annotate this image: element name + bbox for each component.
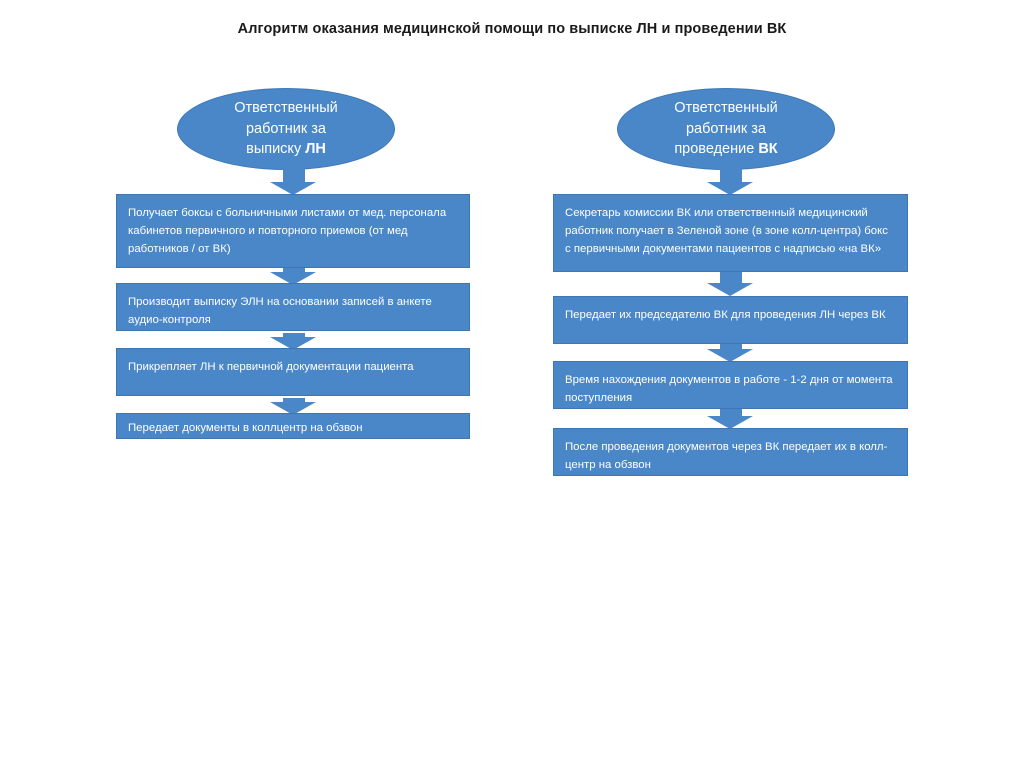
arrow-head	[707, 416, 753, 429]
process-box-left-4: Передает документы в коллцентр на обзвон	[116, 413, 470, 439]
arrow-head	[270, 272, 316, 285]
start-node-right-line3-prefix: проведение	[674, 141, 759, 158]
arrow-stem	[283, 333, 305, 337]
arrow-head	[707, 349, 753, 362]
start-node-left-line3-bold: ЛН	[305, 141, 326, 158]
arrow-stem	[720, 272, 742, 283]
arrow-head	[707, 182, 753, 195]
arrow-stem	[720, 409, 742, 416]
arrow-stem	[283, 268, 305, 272]
process-box-left-1: Получает боксы с больничными листами от …	[116, 194, 470, 268]
start-node-left-line1: Ответственный	[234, 100, 338, 117]
page-title: Алгоритм оказания медицинской помощи по …	[237, 21, 787, 37]
arrow-head	[270, 337, 316, 350]
process-box-right-4: После проведения документов через ВК пер…	[553, 428, 908, 476]
process-box-left-3: Прикрепляет ЛН к первичной документации …	[116, 348, 470, 396]
arrow-head	[270, 402, 316, 415]
start-node-right-line1: Ответственный	[674, 100, 778, 117]
arrow-stem	[720, 344, 742, 349]
start-node-right-line3-bold: ВК	[758, 141, 778, 158]
start-node-left-line3-prefix: выписку	[246, 141, 306, 158]
arrow-head	[270, 182, 316, 195]
process-box-right-1: Секретарь комиссии ВК или ответственный …	[553, 194, 908, 272]
arrow-stem	[283, 165, 305, 182]
process-box-right-3: Время нахождения документов в работе - 1…	[553, 361, 908, 409]
start-node-right: Ответственный работник за проведение ВК	[617, 88, 835, 170]
process-box-left-2: Производит выписку ЭЛН на основании запи…	[116, 283, 470, 331]
process-box-right-2: Передает их председателю ВК для проведен…	[553, 296, 908, 344]
start-node-left: Ответственный работник за выписку ЛН	[177, 88, 395, 170]
arrow-stem	[720, 165, 742, 182]
arrow-head	[707, 283, 753, 296]
arrow-stem	[283, 398, 305, 402]
start-node-left-line2: работник за	[245, 120, 326, 137]
start-node-right-line2: работник за	[685, 120, 766, 137]
